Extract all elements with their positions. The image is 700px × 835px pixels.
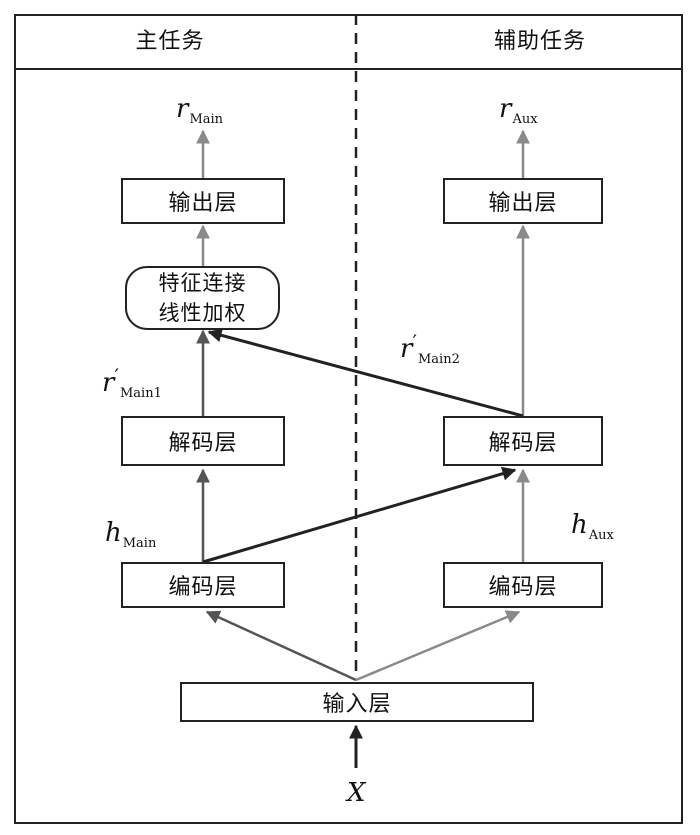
- aux-encoder-layer: 编码层: [443, 562, 603, 608]
- arrow-main-encoder-to-aux-decoder: [202, 466, 517, 564]
- label-r-main2: r′Main2: [400, 330, 460, 367]
- fusion-line-1: 特征连接: [158, 271, 247, 295]
- arrow-input-to-aux-encoder: [355, 610, 521, 682]
- main-decoder-layer: 解码层: [121, 416, 285, 466]
- label-r-main1: r′Main1: [102, 364, 162, 401]
- aux-decoder-layer: 解码层: [443, 416, 603, 466]
- label-r-aux: rAux: [499, 94, 538, 127]
- aux-task-header: 辅助任务: [493, 29, 586, 54]
- main-output-layer: 输出层: [121, 178, 285, 224]
- fusion-line-2: 线性加权: [158, 301, 247, 325]
- arrow-aux-decoder-to-fusion: [207, 328, 524, 418]
- input-layer: 输入层: [180, 682, 534, 722]
- header-separator: [16, 68, 681, 70]
- label-r-main: rMain: [176, 94, 224, 127]
- feature-fusion-box: 特征连接 线性加权: [125, 266, 280, 330]
- aux-output-layer: 输出层: [443, 178, 603, 224]
- diagram-frame: [14, 14, 683, 824]
- main-task-header: 主任务: [135, 29, 205, 54]
- label-h-main: hMain: [105, 518, 157, 551]
- main-encoder-layer: 编码层: [121, 562, 285, 608]
- label-h-aux: hAux: [571, 510, 614, 543]
- arrow-input-to-main-encoder: [205, 610, 357, 682]
- label-x-input: X: [347, 778, 366, 808]
